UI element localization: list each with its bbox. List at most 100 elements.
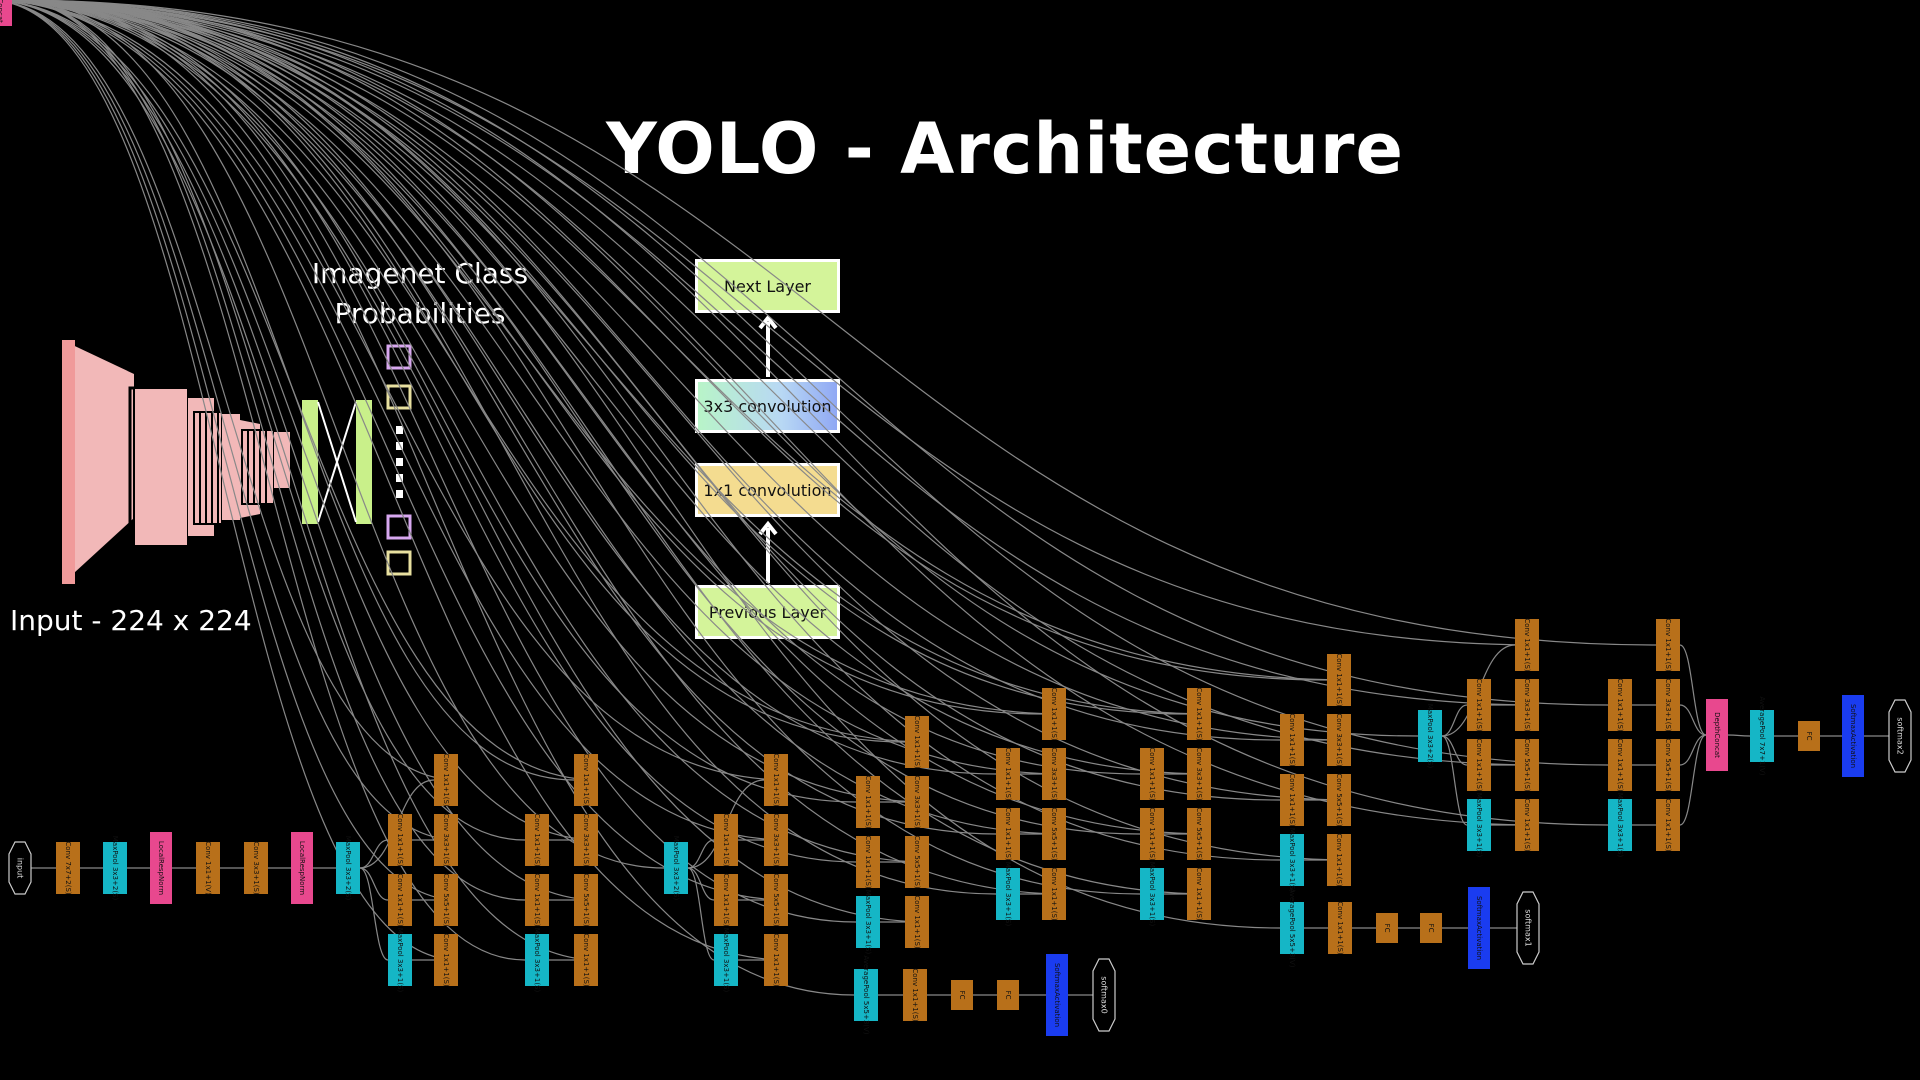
graph-node-out2: softmax1 — [1516, 891, 1540, 965]
node-shape — [1798, 721, 1820, 751]
node-shape — [1468, 887, 1490, 969]
node-shape — [854, 969, 878, 1021]
node-shape — [1515, 799, 1539, 851]
node-label: FC — [958, 991, 966, 1000]
node-label: Conv 1x1+1(S) — [582, 933, 590, 987]
node-shape — [856, 896, 880, 948]
graph-node-g1: Conv 1x1+1(S) — [1327, 653, 1351, 707]
node-label: Conv 3x3+1(S) — [1335, 713, 1343, 767]
node-label: Conv 1x1+1(S) — [1475, 678, 1483, 732]
node-label: MaxPool 3x3+1(S) — [396, 928, 404, 993]
node-shape — [1046, 954, 1068, 1036]
graph-edge — [359, 867, 389, 901]
graph-node-b3: Conv 1x1+1(S) — [525, 873, 549, 927]
graph-node-g6: Conv 3x3+1(S) — [1327, 713, 1351, 767]
fc-connection — [317, 401, 357, 523]
prob-box — [386, 384, 412, 410]
imagenet-label: Imagenet Class Probabilities — [300, 254, 540, 334]
node-shape — [1750, 710, 1774, 762]
prob-box — [386, 550, 412, 576]
node-label: AveragePool 5x5+3(V) — [1288, 888, 1296, 967]
graph-node-h8: Conv 1x1+1(S) — [1515, 798, 1539, 852]
graph-node-b1: Conv 1x1+1(S) — [574, 753, 598, 807]
node-shape — [1656, 619, 1680, 671]
arrow-head — [758, 314, 778, 330]
graph-node-e1: Conv 1x1+1(S) — [1042, 687, 1066, 741]
node-label: Conv 1x1+1(S) — [442, 933, 450, 987]
graph-node-e7: Conv 5x5+1(S) — [1042, 807, 1066, 861]
block-arrows — [758, 314, 778, 583]
node-label: Conv 1x1+1(S) — [396, 813, 404, 867]
node-shape — [1280, 714, 1304, 766]
node-shape — [0, 0, 12, 26]
node-label: DepthConcat — [0, 0, 4, 23]
graph-node-c1: Conv 1x1+1(S) — [764, 753, 788, 807]
node-shape — [1608, 739, 1632, 791]
node-shape — [1187, 868, 1211, 920]
graph-node-i7: Conv 5x5+1(S) — [1656, 738, 1680, 792]
node-label: MaxPool 3x3+1(S) — [1148, 862, 1156, 927]
node-shape — [903, 969, 927, 1021]
graph-node-a6: Conv 3x3+1(S) — [434, 813, 458, 867]
node-label: Conv 3x3+1(S) — [1523, 678, 1531, 732]
node-label: Conv 3x3+1(S) — [1664, 678, 1672, 732]
node-shape — [764, 874, 788, 926]
node-label: FC — [1805, 732, 1813, 741]
node-shape — [1140, 808, 1164, 860]
node-label: SoftmaxActivation — [1475, 896, 1483, 960]
graph-node-a2: Conv 1x1+1(S) — [388, 813, 412, 867]
node-shape — [525, 934, 549, 986]
graph-node-c7: Conv 5x5+1(S) — [764, 873, 788, 927]
node-label: DepthConcat — [0, 0, 4, 23]
node-label: Conv 1x1+1(S) — [913, 715, 921, 769]
node-label: FC — [1004, 991, 1012, 1000]
node-shape — [1515, 619, 1539, 671]
imagenet-label-line1: Imagenet Class — [311, 257, 529, 290]
node-shape — [1187, 688, 1211, 740]
node-shape — [664, 842, 688, 894]
imagenet-label-line2: Probabilities — [334, 297, 506, 330]
graph-edge — [1679, 644, 1707, 736]
graph-node-i1: Conv 1x1+1(S) — [1656, 618, 1680, 672]
graph-node-c3: Conv 1x1+1(S) — [714, 873, 738, 927]
conv3x3-block: 3x3 convolution — [695, 379, 840, 433]
graph-node-aux2f2: FC — [1420, 913, 1442, 943]
node-shape — [388, 934, 412, 986]
node-shape — [1516, 891, 1540, 965]
graph-node-d7: Conv 5x5+1(S) — [905, 835, 929, 889]
node-label: Conv 1x1+1(S) — [442, 753, 450, 807]
graph-node-avg2: AveragePool 5x5+3(V) — [1280, 888, 1304, 968]
graph-node-a3: Conv 1x1+1(S) — [388, 873, 412, 927]
node-shape — [1656, 739, 1680, 791]
conv1x1-block: 1x1 convolution — [695, 463, 840, 517]
graph-node-g8: Conv 1x1+1(S) — [1327, 833, 1351, 887]
graph-node-h4: MaxPool 3x3+1(S) — [1467, 793, 1491, 857]
node-shape — [1187, 808, 1211, 860]
graph-node-pool3: MaxPool 3x3+2(S) — [664, 836, 688, 900]
graph-node-f8: Conv 1x1+1(S) — [1187, 867, 1211, 921]
node-label: Conv 1x1+1(S) — [1336, 901, 1344, 955]
node-shape — [291, 832, 313, 904]
node-shape — [574, 754, 598, 806]
node-shape — [434, 874, 458, 926]
node-shape — [1327, 834, 1351, 886]
graph-node-d1: Conv 1x1+1(S) — [905, 715, 929, 769]
node-label: MaxPool 3x3+1(S) — [533, 928, 541, 993]
conv-volume-3 — [222, 414, 240, 520]
graph-node-b7: Conv 5x5+1(S) — [574, 873, 598, 927]
node-label: Conv 1x1+1(S) — [772, 933, 780, 987]
node-shape — [764, 934, 788, 986]
graph-edge — [1441, 735, 1468, 766]
node-shape — [905, 776, 929, 828]
node-shape — [1327, 774, 1351, 826]
node-shape — [1327, 714, 1351, 766]
graph-node-h6: Conv 3x3+1(S) — [1515, 678, 1539, 732]
input-volume-face — [62, 340, 75, 584]
node-label: AveragePool 5x5+3(V) — [862, 955, 870, 1034]
conv-volume-4 — [240, 414, 260, 520]
node-label: DepthConcat — [0, 0, 4, 23]
graph-node-c4: MaxPool 3x3+1(S) — [714, 928, 738, 992]
node-shape — [1608, 799, 1632, 851]
graph-edge — [687, 867, 715, 901]
node-label: Conv 1x1+1(S) — [396, 873, 404, 927]
